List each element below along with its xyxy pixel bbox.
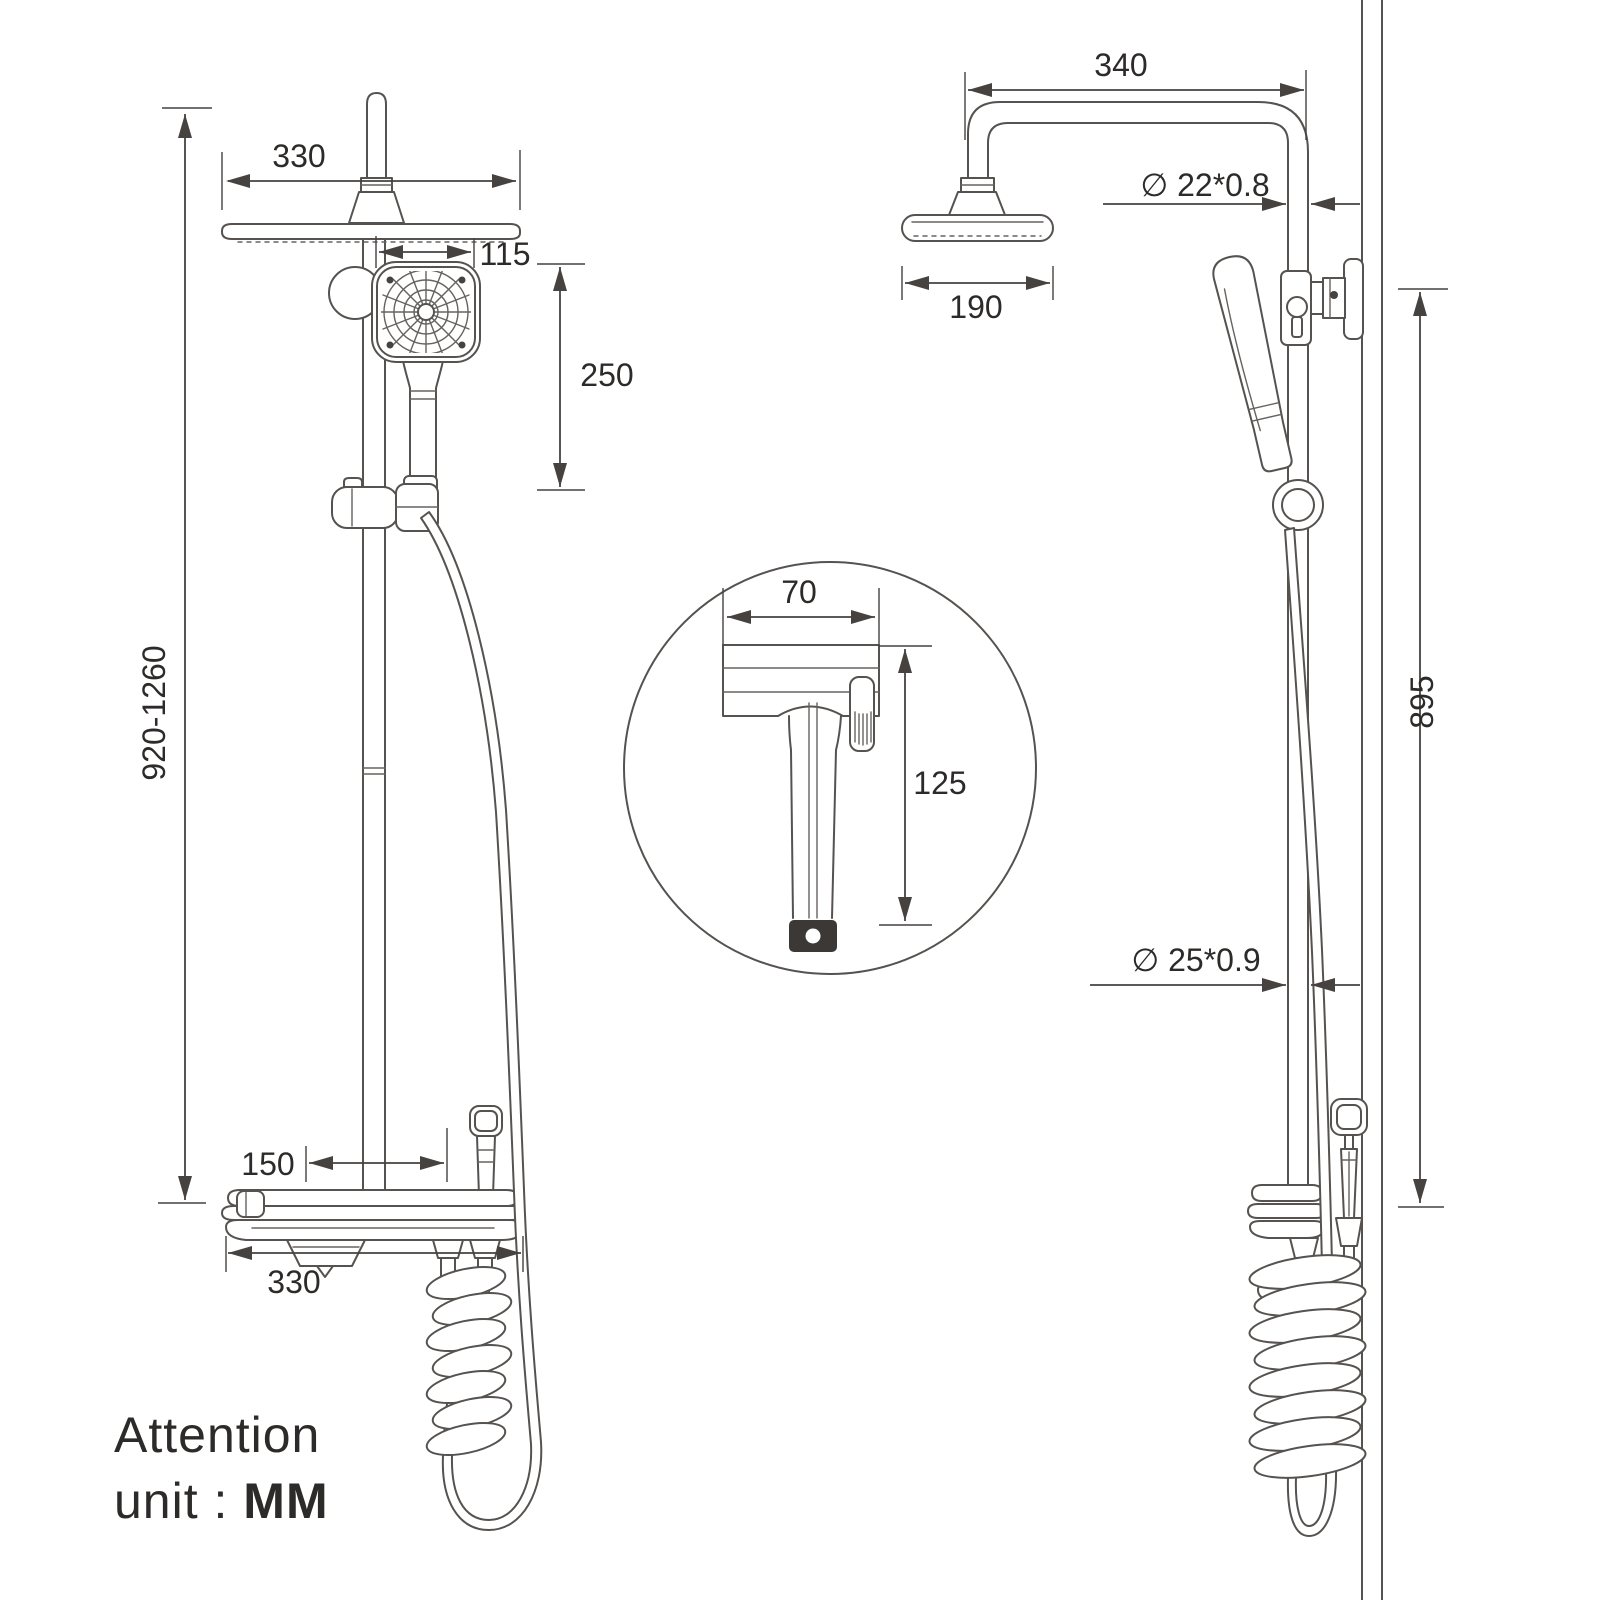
front-overhead-shower xyxy=(221,223,521,243)
note-unit-value: MM xyxy=(243,1473,328,1529)
side-spring-hose xyxy=(1248,1254,1367,1479)
side-view xyxy=(901,0,1383,1600)
side-bidet-sprayer xyxy=(1330,1098,1368,1269)
front-top-pipe xyxy=(348,92,405,224)
dim-label-side-head-depth: 190 xyxy=(949,289,1002,325)
detail-view xyxy=(623,561,1037,975)
side-holder-ring xyxy=(1272,479,1324,531)
unit-note: Attention unit : MM xyxy=(114,1407,329,1529)
dim-label-front-head-width: 330 xyxy=(272,138,325,174)
spray-web-pattern xyxy=(381,271,471,353)
dim-label-front-shelf-reach: 150 xyxy=(241,1146,294,1182)
side-diverter-knob xyxy=(1286,296,1308,318)
front-bidet-sprayer xyxy=(469,1105,503,1197)
side-hand-shower xyxy=(1212,255,1293,473)
dimension-labels: 330 115 250 920-1260 150 330 70 125 340 … xyxy=(136,47,1440,1300)
dim-label-front-shelf-width: 330 xyxy=(267,1264,320,1300)
dim-label-detail-length: 125 xyxy=(913,765,966,801)
front-hand-shower-face xyxy=(371,261,481,363)
side-riser-and-arm xyxy=(967,101,1309,1191)
detail-bidet-sprayer xyxy=(722,644,880,952)
side-wall-bracket xyxy=(1280,258,1364,346)
dim-label-side-arm-reach: 340 xyxy=(1094,47,1147,83)
front-view xyxy=(221,92,543,1531)
front-shelf xyxy=(221,1189,525,1297)
dim-label-front-height-range: 920-1260 xyxy=(136,645,172,780)
front-hand-shower-handle xyxy=(402,360,444,498)
note-unit: unit : MM xyxy=(114,1473,329,1529)
wall-line xyxy=(1361,0,1383,1600)
dim-label-front-hand-offset: 115 xyxy=(479,236,530,272)
dim-label-side-lower-pipe: ∅ 25*0.9 xyxy=(1131,942,1260,978)
dim-label-side-upper-pipe: ∅ 22*0.8 xyxy=(1140,167,1269,203)
dim-label-detail-width: 70 xyxy=(781,574,817,610)
detail-circle xyxy=(623,561,1037,975)
detail-trigger-button xyxy=(849,676,875,752)
dimension-lines xyxy=(158,70,1448,1272)
dim-label-front-hand-drop: 250 xyxy=(580,357,633,393)
dim-label-side-bar-height: 895 xyxy=(1404,675,1440,728)
front-mixer-knob xyxy=(236,1190,265,1218)
front-riser-pole xyxy=(362,238,386,1193)
side-overhead-shower xyxy=(901,177,1054,242)
note-unit-prefix: unit : xyxy=(114,1473,243,1529)
front-spring-hose xyxy=(425,1265,513,1457)
note-attention: Attention xyxy=(114,1407,320,1463)
